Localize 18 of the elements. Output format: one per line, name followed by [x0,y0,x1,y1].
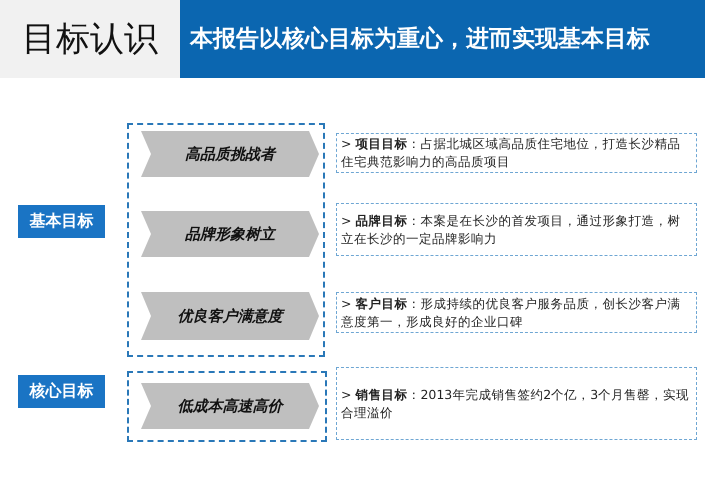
goal-description-box [336,292,697,333]
goal-title: 低成本高速高价 [178,396,282,416]
dashed-group-frame [127,123,325,357]
category-label: 核心目标 [18,375,105,408]
goal-title: 高品质挑战者 [185,144,275,164]
goal-description: > 客户目标：形成持续的优良客户服务品质，创长沙客户满意度第一，形成良好的企业口碑 [341,294,682,330]
goal-description: > 项目目标：占据北城区域高品质住宅地位，打造长沙精品住宅典范影响力的高品质项目 [341,135,682,171]
goal-description: > 品牌目标：本案是在长沙的首发项目，通过形象打造，树立在长沙的一定品牌影响力 [341,212,682,248]
goal-description-box [336,367,697,440]
goal-title: 优良客户满意度 [178,306,282,326]
headline-text: 本报告以核心目标为重心，进而实现基本目标 [190,25,650,54]
page-title: 目标认识 [22,18,158,61]
goal-title: 品牌形象树立 [185,224,275,244]
category-label: 基本目标 [18,205,105,238]
goal-description-box [336,133,697,173]
goal-description: > 销售目标：2013年完成销售签约2个亿，3个月售罄，实现合理溢价 [341,386,690,422]
goal-description-box [336,203,697,256]
dashed-group-frame [127,371,327,442]
